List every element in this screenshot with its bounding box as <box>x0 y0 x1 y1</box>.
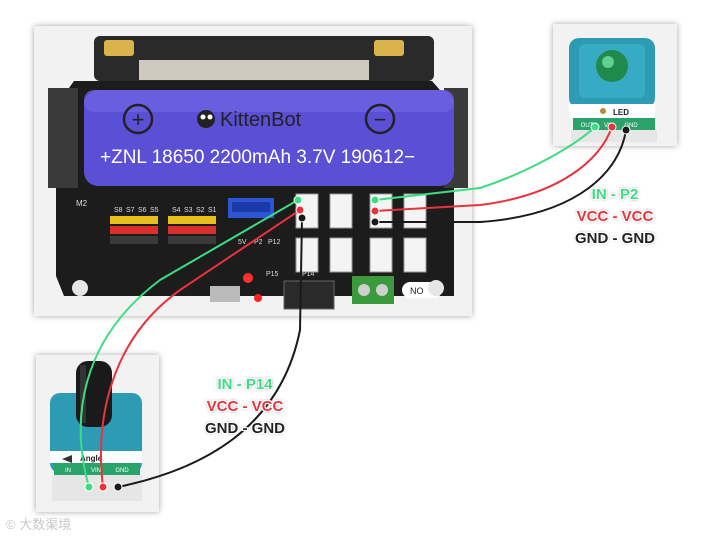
silk-no: NO <box>410 286 424 296</box>
angle-signal-mapping: IN - P14 <box>217 376 273 393</box>
silk-s6: S6 <box>138 207 147 214</box>
angle-pin-gnd: GND <box>115 468 129 474</box>
led-pin-vin: VIN <box>604 123 614 129</box>
silk-p12: P12 <box>268 239 281 246</box>
silk-p15: P15 <box>266 271 279 278</box>
silk-s3: S3 <box>184 207 193 214</box>
led-pin-gnd: GND <box>624 123 638 129</box>
silk-s1: S1 <box>208 207 217 214</box>
battery-minus-sign: − <box>374 107 387 132</box>
angle-arrow-icon <box>62 455 72 463</box>
led-ground-mapping: GND - GND <box>575 230 655 247</box>
kittenbot-logo-icon <box>197 110 215 128</box>
angle-module-photo: Angle IN VIN GND <box>36 355 159 512</box>
led-module-photo: LED OUT VIN GND <box>553 24 677 146</box>
silk-p2: P2 <box>254 239 263 246</box>
silk-5v: 5V <box>238 239 247 246</box>
silk-s7: S7 <box>126 207 135 214</box>
silk-s2: S2 <box>196 207 205 214</box>
battery-plus-sign: + <box>132 107 145 132</box>
controller-board-photo: + − KittenBot +ZNL 18650 2200mAh 3.7V 19… <box>34 26 472 316</box>
led-icon <box>600 108 606 114</box>
silk-m2: M2 <box>76 199 88 208</box>
battery-spec: +ZNL 18650 2200mAh 3.7V 190612− <box>100 147 415 168</box>
battery-brand: KittenBot <box>220 109 302 131</box>
angle-power-mapping: VCC - VCC <box>206 398 284 415</box>
silk-s4: S4 <box>172 207 181 214</box>
led-module-label: LED <box>613 108 629 117</box>
led-pin-mapping: IN - P2 VCC - VCC GND - GND <box>560 184 670 250</box>
angle-ground-mapping: GND - GND <box>205 420 285 437</box>
watermark: © 大数渠境 <box>6 517 72 532</box>
led-power-mapping: VCC - VCC <box>576 208 654 225</box>
silk-p14: P14 <box>302 271 315 278</box>
silk-s5: S5 <box>150 207 159 214</box>
silk-s8: S8 <box>114 207 123 214</box>
led-pin-out: OUT <box>581 123 594 129</box>
led-signal-mapping: IN - P2 <box>591 186 639 203</box>
angle-pin-in: IN <box>65 468 71 474</box>
angle-pin-mapping: IN - P14 VCC - VCC GND - GND <box>190 374 300 440</box>
angle-pin-vin: VIN <box>91 468 101 474</box>
angle-module-label: Angle <box>80 454 103 463</box>
